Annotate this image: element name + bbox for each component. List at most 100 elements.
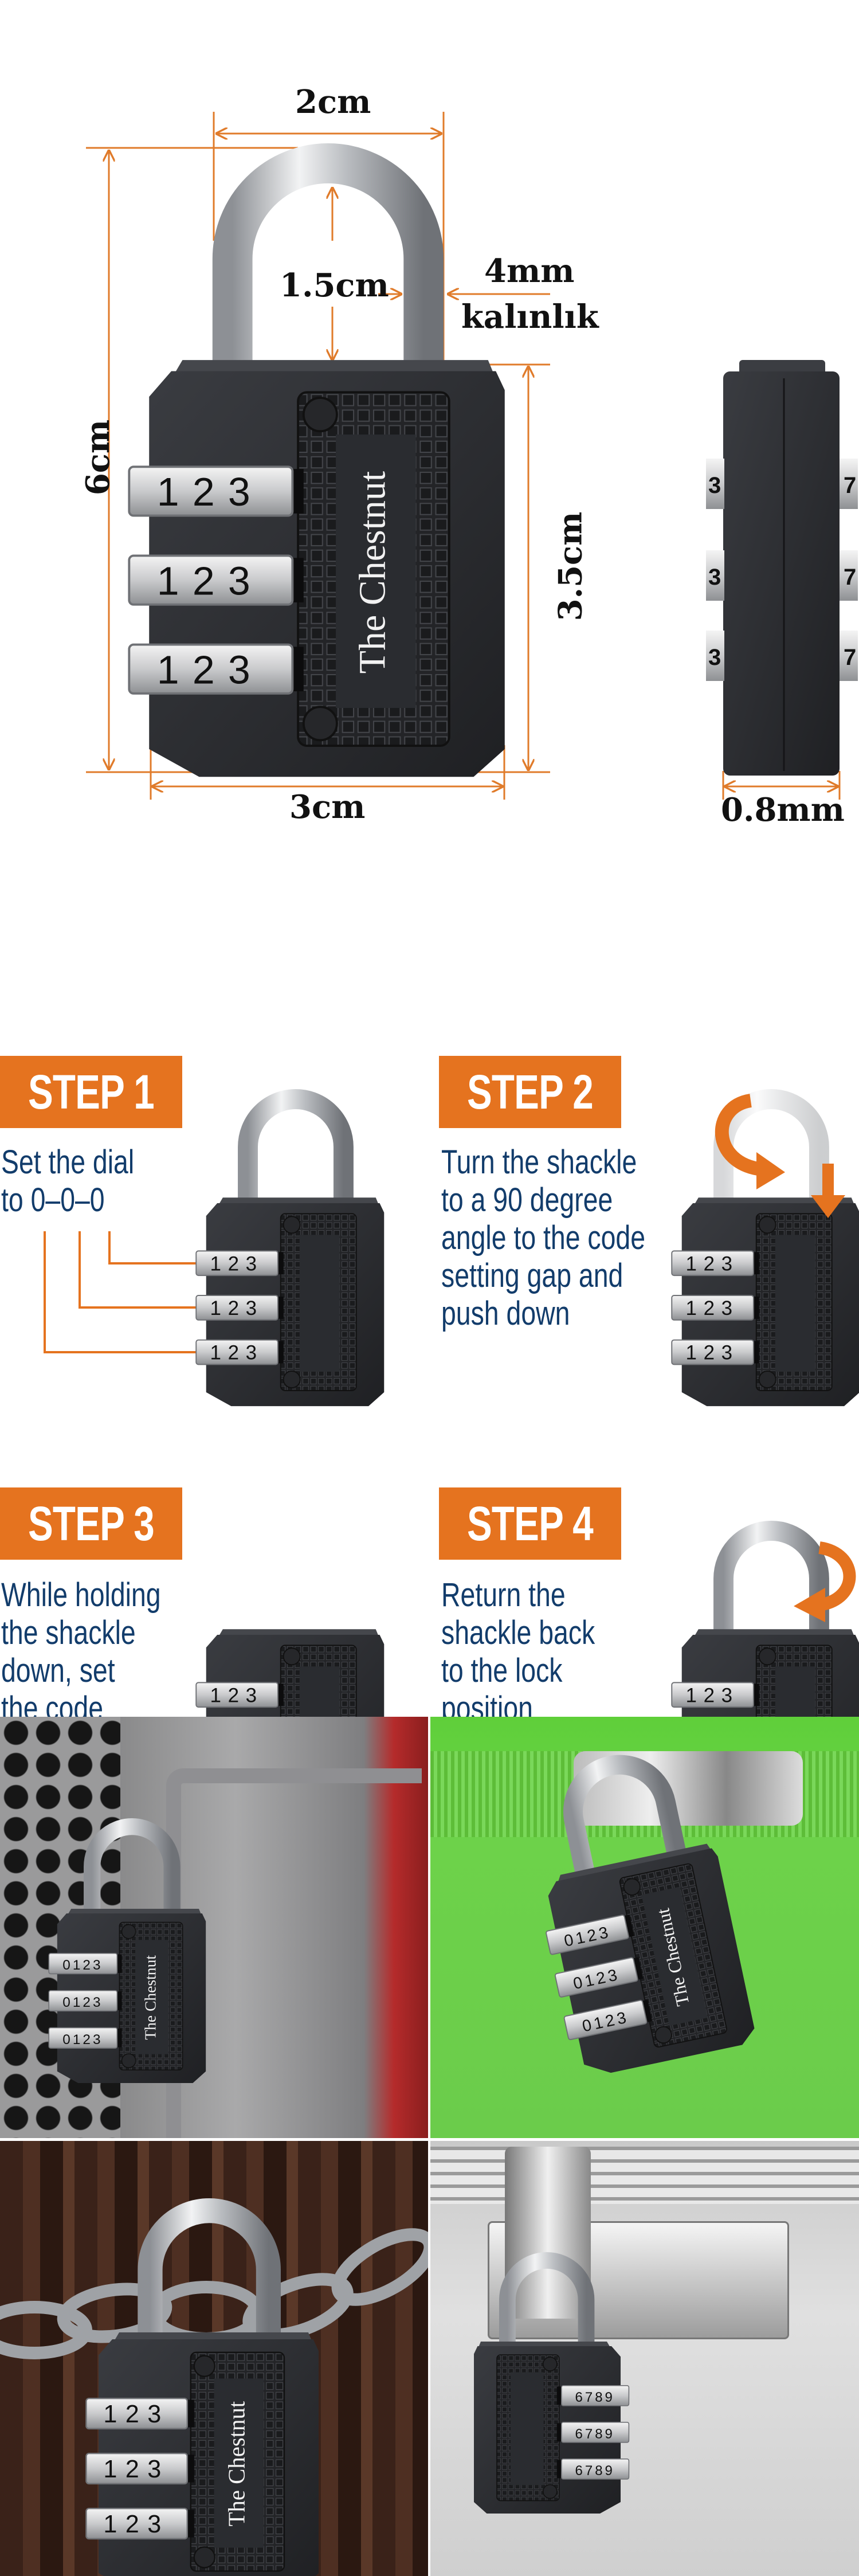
brand-recess bbox=[336, 434, 416, 708]
dial-digits: 123 bbox=[210, 1342, 264, 1364]
combination-dial[interactable] bbox=[671, 1682, 754, 1708]
dial-digits: 123 bbox=[157, 647, 264, 692]
shackle bbox=[713, 1521, 829, 1641]
shackle-width-label: 2cm bbox=[295, 83, 371, 121]
step-2-badge: STEP 2 bbox=[439, 1056, 621, 1128]
dial-digits: 123 bbox=[686, 1684, 739, 1706]
step-text-line: angle to the code bbox=[441, 1219, 646, 1256]
dial-digits: 123 bbox=[686, 1297, 739, 1320]
dial-digits: 6789 bbox=[575, 2463, 615, 2479]
step-text-line: to 0–0–0 bbox=[1, 1181, 105, 1219]
connector-line bbox=[79, 1231, 196, 1309]
step-1-badge: STEP 1 bbox=[0, 1056, 182, 1128]
step-text-line: to a 90 degree bbox=[441, 1181, 613, 1219]
combination-dial[interactable] bbox=[48, 1990, 118, 2012]
dial-digits: 0123 bbox=[62, 2032, 103, 2048]
connector-line bbox=[108, 1231, 196, 1264]
side-body bbox=[723, 371, 840, 776]
brand-logo-text: The Chestnut bbox=[142, 1955, 159, 2040]
step-2-arrows bbox=[715, 1094, 845, 1218]
side-dial-digit: 3 bbox=[708, 645, 721, 670]
combination-dial[interactable] bbox=[128, 465, 294, 517]
side-dials-right: 7 7 7 bbox=[840, 459, 858, 681]
combination-dial[interactable] bbox=[554, 1957, 638, 1998]
combination-dial[interactable] bbox=[671, 1339, 754, 1365]
side-dial-digit: 3 bbox=[708, 473, 721, 498]
step-2-label: STEP 2 bbox=[467, 1064, 594, 1119]
combination-dial[interactable] bbox=[560, 2422, 630, 2443]
brand-recess bbox=[299, 1666, 340, 1717]
shackle bbox=[499, 2252, 595, 2351]
rivet bbox=[283, 1647, 301, 1666]
combination-dial[interactable] bbox=[85, 2398, 188, 2430]
rotate-arrow-icon bbox=[715, 1094, 763, 1176]
step-text-line: Return the bbox=[441, 1576, 566, 1614]
brand-recess bbox=[135, 1940, 169, 2054]
combination-dial[interactable] bbox=[128, 554, 294, 606]
step-text-line: to the lock bbox=[441, 1652, 563, 1689]
combination-dial[interactable] bbox=[195, 1250, 279, 1277]
photo-cabinet: The Chestnut 0123 0123 0123 bbox=[0, 1717, 428, 2138]
combination-dial[interactable] bbox=[546, 1915, 629, 1955]
combination-dial[interactable] bbox=[195, 1339, 279, 1365]
shackle-thickness-label: 4mm bbox=[484, 252, 575, 290]
dimension-lines: 3 3 3 7 7 7 bbox=[86, 112, 858, 800]
combination-dial[interactable] bbox=[48, 2027, 118, 2049]
step-3-badge: STEP 3 bbox=[0, 1487, 182, 1560]
side-dials-left: 3 3 3 bbox=[706, 459, 724, 681]
rivet bbox=[121, 2053, 136, 2069]
step-text-line: down, set bbox=[1, 1652, 115, 1689]
step-2-text: Turn the shackle to a 90 degree angle to… bbox=[441, 1144, 645, 1333]
case-rail bbox=[430, 2147, 859, 2204]
combination-dial[interactable] bbox=[563, 1999, 648, 2041]
step-1-label: STEP 1 bbox=[28, 1064, 155, 1119]
dial-digits: 0123 bbox=[62, 1995, 103, 2010]
dial-digits: 123 bbox=[103, 2456, 169, 2483]
combination-dial[interactable] bbox=[48, 1953, 118, 1975]
side-dial-digit: 7 bbox=[844, 645, 856, 670]
shackle bbox=[238, 1089, 354, 1209]
side-dial-digit: 3 bbox=[708, 565, 721, 590]
step-4-label: STEP 4 bbox=[467, 1496, 594, 1551]
step-text-line: While holding bbox=[1, 1576, 161, 1614]
dial-digits: 0123 bbox=[62, 1958, 103, 1973]
combination-dial[interactable] bbox=[671, 1250, 754, 1277]
dial-digits: 6789 bbox=[575, 2426, 615, 2442]
combination-dial[interactable] bbox=[671, 1295, 754, 1321]
dial-connector-lines bbox=[44, 1231, 196, 1353]
depth-label: 0.8mm bbox=[721, 791, 845, 829]
dial-digits: 123 bbox=[686, 1342, 739, 1364]
combination-dial[interactable] bbox=[85, 2453, 188, 2485]
dial-digits: 123 bbox=[210, 1297, 264, 1320]
body-width-label: 3cm bbox=[289, 788, 366, 826]
rivet bbox=[758, 1647, 776, 1666]
step-text-line: the shackle bbox=[1, 1614, 136, 1651]
dial-digits: 123 bbox=[157, 469, 264, 514]
photo-1-lock: The Chestnut 0123 0123 0123 bbox=[48, 1818, 206, 2083]
combination-dial[interactable] bbox=[195, 1682, 279, 1708]
chain-link bbox=[331, 2228, 428, 2306]
step-1-text: Set the dial to 0–0–0 bbox=[1, 1144, 134, 1219]
brand-logo-text: The Chestnut bbox=[351, 471, 393, 674]
side-dial-digit: 7 bbox=[844, 473, 856, 498]
rivet bbox=[302, 397, 338, 433]
combination-dial[interactable] bbox=[195, 1295, 279, 1321]
rivet bbox=[121, 1924, 136, 1939]
combination-dial[interactable] bbox=[85, 2508, 188, 2540]
rivet bbox=[193, 2546, 215, 2569]
combination-dial[interactable] bbox=[560, 2458, 630, 2480]
combination-dial[interactable] bbox=[128, 643, 294, 695]
shackle-thickness-word: kalınlık bbox=[461, 298, 599, 336]
shackle bbox=[138, 2198, 281, 2346]
brand-recess bbox=[214, 2378, 264, 2548]
side-dial-digit: 7 bbox=[844, 565, 856, 590]
dial-digits: 123 bbox=[686, 1252, 739, 1275]
shackle bbox=[563, 1755, 688, 1882]
combination-dial[interactable] bbox=[560, 2385, 630, 2406]
